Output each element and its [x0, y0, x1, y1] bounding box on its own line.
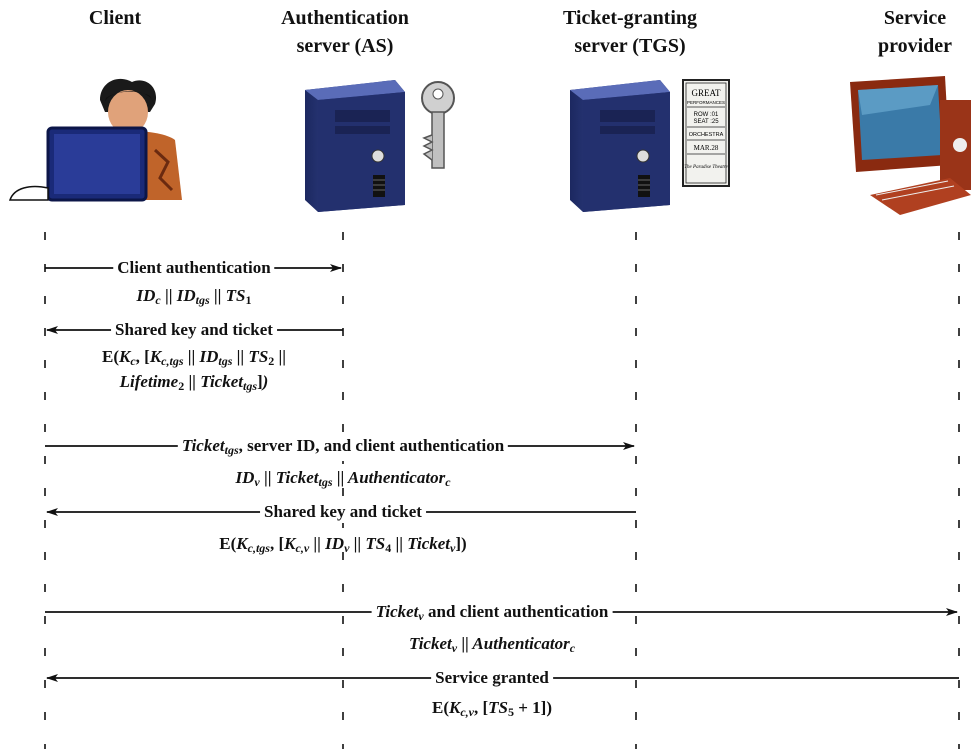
desktop-computer-icon — [850, 76, 971, 215]
ticket-line-3: ROW :01 — [694, 112, 719, 118]
ticket-line-7: The Paradise Theatre — [684, 165, 728, 170]
m2-label: Shared key and ticket — [111, 319, 277, 341]
m1-label: Client authentication — [113, 257, 275, 279]
f1-formula: IDc || IDtgs || TS1 — [136, 286, 252, 307]
sp-header: Service provider — [877, 7, 953, 57]
f6-formula: E(Kc,v, [TS5 + 1]) — [431, 698, 553, 719]
ticket-line-4: SEAT :25 — [693, 119, 719, 125]
f5-formula: Ticketv || Authenticatorc — [408, 634, 576, 655]
person-at-laptop-icon — [8, 78, 182, 202]
f2b-formula: Lifetime2 || Tickettgs]) — [119, 372, 269, 393]
tgs-header: Ticket-granting server (TGS) — [562, 7, 698, 57]
ticket-icon: GREAT PERFORMANCES ROW :01 SEAT :25 ORCH… — [682, 79, 730, 187]
ticket-line-5: ORCHESTRA — [689, 132, 724, 138]
m6-label: Service granted — [431, 667, 553, 689]
f2a-formula: E(Kc, [Kc,tgs || IDtgs || TS2 || — [101, 347, 287, 368]
client-header: Client — [88, 7, 142, 29]
ticket-line-1: GREAT — [692, 88, 722, 98]
server-tower-icon — [305, 80, 405, 212]
ticket-line-2: PERFORMANCES — [687, 100, 725, 105]
m3-label: Tickettgs, server ID, and client authent… — [177, 435, 509, 461]
m5-label: Ticketv and client authentication — [371, 601, 613, 627]
ticket-line-6: MAR.28 — [694, 144, 719, 152]
as-header: Authentication server (AS) — [281, 7, 409, 57]
m4-label: Shared key and ticket — [260, 501, 426, 523]
f3-formula: IDv || Tickettgs || Authenticatorc — [235, 468, 451, 489]
f4-formula: E(Kc,tgs, [Kc,v || IDv || TS4 || Ticketv… — [219, 534, 467, 555]
server-tower-icon — [570, 80, 670, 212]
key-icon — [421, 81, 455, 169]
